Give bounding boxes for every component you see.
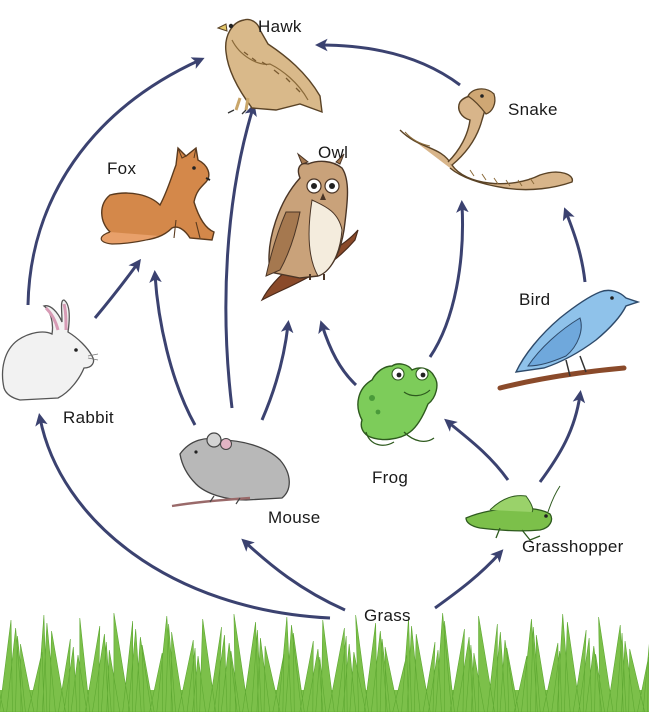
snake-icon: [399, 88, 574, 191]
grasshopper-icon: [465, 485, 561, 541]
grass-icon: [0, 612, 649, 712]
arrow-snake-to-hawk: [314, 38, 461, 87]
arrow-mouse-to-owl: [260, 319, 294, 421]
owl-label: Owl: [318, 143, 349, 162]
hawk-label: Hawk: [258, 17, 302, 36]
frog-icon: [357, 363, 438, 446]
mouse-icon: [171, 432, 290, 508]
grass-label: Grass: [364, 606, 411, 625]
fox-icon: [100, 146, 215, 245]
arrow-grasshopper-to-frog: [444, 418, 510, 481]
bird-icon: [497, 289, 641, 391]
arrow-grass-to-rabbit: [35, 413, 331, 620]
snake-label: Snake: [508, 100, 558, 119]
arrow-rabbit-to-hawk: [26, 57, 205, 306]
grasshopper-label: Grasshopper: [522, 537, 624, 556]
frog-label: Frog: [372, 468, 409, 487]
rabbit-label: Rabbit: [63, 408, 114, 427]
hawk-icon: [216, 18, 323, 115]
arrow-mouse-to-fox: [149, 269, 197, 426]
owl-icon: [260, 152, 359, 302]
arrow-rabbit-to-fox: [93, 258, 141, 319]
fox-label: Fox: [107, 159, 137, 178]
arrow-mouse-to-hawk: [224, 103, 257, 409]
arrow-bird-to-snake: [562, 207, 587, 283]
rabbit-icon: [1, 299, 99, 401]
arrows-layer: [26, 38, 587, 620]
arrow-grass-to-mouse: [241, 538, 346, 612]
arrow-frog-to-owl: [318, 320, 358, 387]
bird-label: Bird: [519, 290, 551, 309]
arrow-grass-to-grasshopper: [434, 549, 504, 610]
arrow-grasshopper-to-bird: [538, 390, 586, 483]
arrow-frog-to-snake: [428, 199, 469, 358]
mouse-label: Mouse: [268, 508, 321, 527]
